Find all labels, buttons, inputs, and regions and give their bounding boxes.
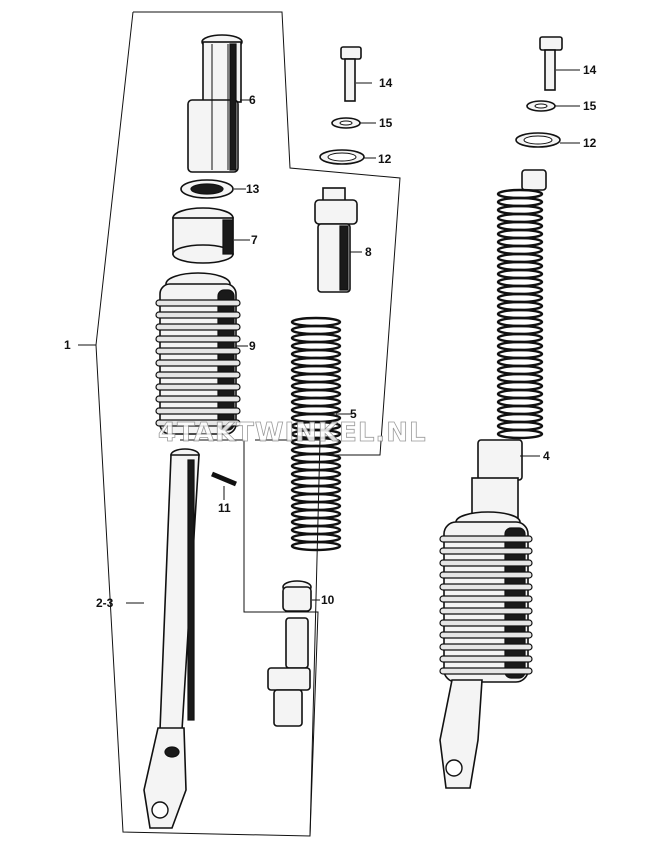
boot-rib bbox=[439, 571, 533, 579]
part-9-boot-ribs bbox=[155, 299, 241, 427]
boot-rib bbox=[155, 323, 241, 331]
callout-12-right: 12 bbox=[583, 136, 597, 150]
boot-rib bbox=[155, 359, 241, 367]
boot-rib bbox=[439, 619, 533, 627]
part-6-upper-cover bbox=[187, 34, 243, 173]
callout-4: 4 bbox=[543, 449, 550, 463]
part-15-washer-right bbox=[526, 100, 556, 112]
part-15-washer-middle bbox=[331, 117, 361, 129]
part-14-bolt-right bbox=[539, 36, 563, 91]
callout-15-right: 15 bbox=[583, 99, 597, 113]
part-12-gasket-right bbox=[515, 132, 561, 148]
damper-rod bbox=[267, 617, 311, 727]
part-4-fork-spring bbox=[496, 188, 544, 440]
leader-lines bbox=[78, 69, 580, 604]
boot-rib bbox=[155, 383, 241, 391]
part-4-boot-ribs bbox=[439, 535, 533, 675]
boot-rib bbox=[155, 407, 241, 415]
boot-rib bbox=[439, 667, 533, 675]
part-13-oil-seal bbox=[180, 179, 234, 199]
part-14-bolt-middle bbox=[340, 46, 362, 102]
boot-rib bbox=[155, 371, 241, 379]
boot-rib bbox=[439, 595, 533, 603]
boot-rib bbox=[439, 547, 533, 555]
callout-10: 10 bbox=[321, 593, 335, 607]
callout-1: 1 bbox=[64, 338, 71, 352]
boot-rib bbox=[439, 535, 533, 543]
callout-14-right: 14 bbox=[583, 63, 597, 77]
boot-rib bbox=[439, 643, 533, 651]
part-10-damper bbox=[282, 580, 312, 612]
assembly-outline bbox=[95, 11, 401, 837]
part-2-3-bottom-case bbox=[143, 448, 200, 829]
callout-8: 8 bbox=[365, 245, 372, 259]
callout-2-3: 2-3 bbox=[96, 596, 114, 610]
part-11-pin bbox=[211, 471, 237, 487]
part-7-cylinder-nut bbox=[172, 207, 234, 264]
boot-rib bbox=[439, 559, 533, 567]
boot-rib bbox=[439, 607, 533, 615]
callout-11: 11 bbox=[218, 501, 231, 515]
boot-rib bbox=[155, 299, 241, 307]
boot-rib bbox=[155, 347, 241, 355]
boot-rib bbox=[439, 631, 533, 639]
callout-14-middle: 14 bbox=[379, 76, 393, 90]
boot-rib bbox=[155, 395, 241, 403]
callout-15-middle: 15 bbox=[379, 116, 393, 130]
spring-coil bbox=[496, 428, 544, 440]
boot-rib bbox=[439, 583, 533, 591]
callout-9: 9 bbox=[249, 339, 256, 353]
callout-13: 13 bbox=[246, 182, 260, 196]
boot-rib bbox=[439, 655, 533, 663]
part-12-gasket-middle bbox=[319, 149, 365, 165]
callout-5: 5 bbox=[350, 407, 357, 421]
callout-7: 7 bbox=[251, 233, 258, 247]
boot-rib bbox=[155, 335, 241, 343]
spring-coil bbox=[290, 540, 342, 552]
boot-rib bbox=[155, 419, 241, 427]
callout-6: 6 bbox=[249, 93, 256, 107]
part-5-spring bbox=[290, 316, 342, 552]
boot-rib bbox=[155, 311, 241, 319]
part-8-piston bbox=[314, 187, 358, 293]
callout-12-middle: 12 bbox=[378, 152, 392, 166]
watermark: 4TAKTWINKEL.NL bbox=[158, 418, 427, 448]
